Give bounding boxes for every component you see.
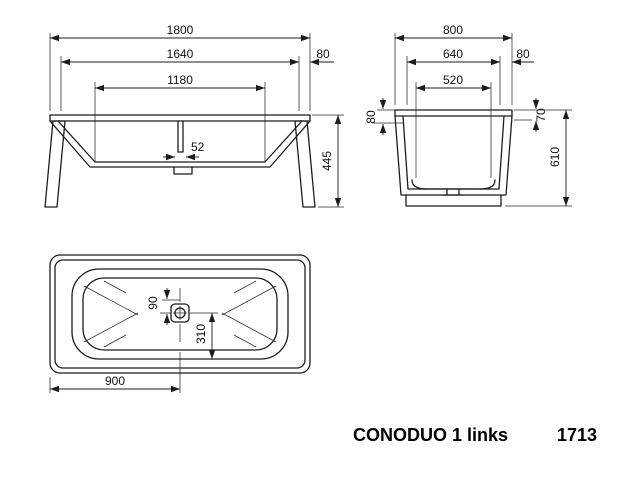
end-drain-fitting: [442, 188, 464, 196]
plan-outer-rim: [49, 254, 311, 374]
front-overflow-pipe: [177, 120, 184, 153]
end-dim-800: 800: [443, 23, 463, 37]
end-dim-520: 520: [443, 73, 463, 87]
front-dim-1180: 1180: [167, 73, 193, 87]
front-extension-lines: [49, 33, 344, 208]
plan-floor-texture: [83, 280, 277, 348]
plan-dim-310: 310: [194, 324, 208, 344]
end-view: 800 640 80 520 80 70 610: [364, 23, 572, 207]
plan-drain-crosshair: [173, 306, 187, 320]
title-model: CONODUO 1 links: [353, 425, 508, 445]
end-extension-lines: [373, 33, 572, 207]
plan-basin-edge: [71, 268, 289, 360]
plan-basin-floor: [82, 277, 278, 351]
plan-dim-90: 90: [146, 296, 160, 310]
front-dim-80: 80: [316, 47, 330, 61]
drawing-title: CONODUO 1 links 1713: [353, 425, 597, 445]
end-dim-610: 610: [548, 147, 562, 167]
front-drain-fitting: [173, 166, 193, 175]
plan-drain-square: [170, 303, 190, 323]
end-support-base: [405, 194, 502, 207]
end-dim-70: 70: [534, 108, 548, 122]
plan-view: 90 310 900: [49, 254, 311, 393]
end-tub-rim: [394, 109, 513, 117]
plan-inner-rim: [54, 259, 306, 369]
front-right-leg: [294, 120, 316, 208]
front-dim-1640: 1640: [167, 47, 194, 61]
front-dim-52: 52: [191, 140, 205, 154]
end-dim-80-top: 80: [516, 47, 530, 61]
end-dim-640: 640: [443, 47, 463, 61]
front-dim-445: 445: [320, 151, 334, 171]
title-number: 1713: [557, 425, 597, 445]
plan-dim-900: 900: [105, 374, 125, 388]
plan-extension-lines: [49, 288, 218, 393]
front-tub-rim: [49, 114, 311, 122]
end-dim-80-left: 80: [364, 110, 378, 124]
front-tub-inner-wall: [57, 120, 303, 163]
front-view: 1800 1640 80 1180 52 445: [44, 23, 344, 208]
end-tub-inner-wall: [402, 115, 505, 190]
front-left-leg: [44, 120, 66, 208]
front-tub-outer-wall: [49, 120, 311, 168]
front-dim-1800: 1800: [167, 23, 194, 37]
end-tub-floor: [411, 179, 496, 190]
